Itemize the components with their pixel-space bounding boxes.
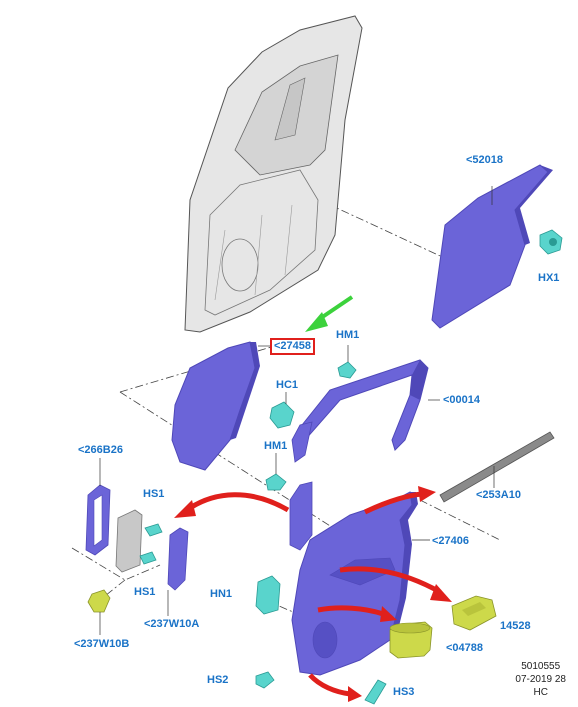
clip-hs3 [364, 679, 387, 705]
clip-hc1 [269, 392, 295, 429]
drawing-code: 5010555 [521, 661, 561, 672]
label-hx1[interactable]: HX1 [538, 272, 560, 284]
label-hs2[interactable]: HS2 [207, 674, 229, 686]
label-237w10b[interactable]: <237W10B [74, 638, 130, 650]
clip-hm1-top [337, 345, 357, 379]
trim-00014 [291, 359, 440, 463]
label-hc1[interactable]: HC1 [276, 379, 299, 391]
door-shell [184, 15, 363, 333]
bracket-266b26 [85, 458, 111, 556]
label-253a10[interactable]: <253A10 [476, 489, 521, 501]
screw-hs1-top [144, 523, 163, 537]
label-237w10a[interactable]: <237W10A [144, 618, 200, 630]
red-arrow-heads [174, 486, 452, 702]
cap-237w10b [87, 589, 111, 635]
label-hm1-mid[interactable]: HM1 [264, 440, 288, 452]
speaker-04788 [389, 621, 433, 659]
switch-14528 [451, 595, 497, 631]
label-00014[interactable]: <00014 [443, 394, 481, 406]
label-52018[interactable]: <52018 [466, 154, 504, 166]
green-pointer-arrow [305, 295, 354, 332]
label-hs1-top[interactable]: HS1 [143, 488, 165, 500]
label-14528[interactable]: 14528 [500, 620, 531, 632]
red-highlight-arrows [188, 491, 442, 697]
drawing-date: 07-2019 28 [515, 674, 566, 685]
drawing-metadata: 5010555 07-2019 28 HC [515, 660, 566, 699]
nut-hn1 [255, 575, 281, 615]
label-hn1[interactable]: HN1 [210, 588, 233, 600]
clip-hm1-mid [265, 453, 287, 491]
label-hs1-bottom[interactable]: HS1 [134, 586, 156, 598]
switch-module [115, 509, 143, 573]
panel-27406 [289, 481, 430, 676]
drawing-tag: HC [533, 687, 548, 698]
label-hm1-top[interactable]: HM1 [336, 329, 360, 341]
label-04788[interactable]: <04788 [446, 642, 484, 654]
handle-237w10a [167, 527, 189, 616]
panel-52018 [431, 164, 553, 329]
weatherstrip-253a10 [439, 431, 555, 503]
label-266b26[interactable]: <266B26 [78, 444, 123, 456]
label-27458-highlighted[interactable]: <27458 [269, 338, 316, 355]
screw-hs2 [255, 671, 275, 689]
label-27406[interactable]: <27406 [432, 535, 470, 547]
screw-hs1-bot [139, 551, 157, 565]
label-hs3[interactable]: HS3 [393, 686, 415, 698]
panel-27458 [171, 341, 272, 471]
clip-hx1 [539, 229, 563, 255]
